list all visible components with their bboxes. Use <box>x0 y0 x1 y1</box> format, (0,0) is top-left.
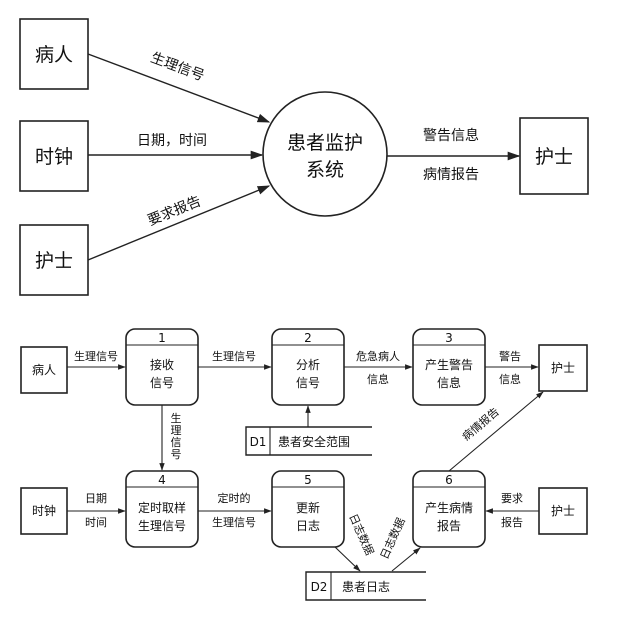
data-store-d1: D1 患者安全范围 <box>245 426 372 456</box>
dfd-process-5: 5 更新 日志 <box>271 470 345 548</box>
flow-6-to-nurse <box>448 391 544 472</box>
flow-request-report-label: 要求报告 <box>146 193 204 229</box>
process-4-box <box>125 470 199 548</box>
dfd-entity-clock <box>20 487 68 535</box>
process-1-line2: 信号 <box>150 376 174 390</box>
dfd-entity-patient-label: 病人 <box>32 362 56 377</box>
process-5-line1: 更新 <box>296 500 320 515</box>
flow-request-report-arrow <box>87 185 271 261</box>
entity-clock <box>19 120 89 192</box>
process-3-id: 3 <box>445 331 453 345</box>
flow-nurse-to-6-label-a: 要求 <box>501 492 523 505</box>
process-4-line2: 生理信号 <box>138 519 186 533</box>
entity-nurse-out-label: 护士 <box>535 146 573 168</box>
flow-1-to-4-char-2: 理 <box>171 424 182 437</box>
flow-alert-info-label: 警告信息 <box>423 127 479 144</box>
d1-name: 患者安全范围 <box>278 434 350 449</box>
process-5-box <box>271 470 345 548</box>
process-1-line1: 接收 <box>150 357 174 372</box>
flow-2-to-3-label-a: 危急病人 <box>356 349 400 363</box>
flow-d2-to-6 <box>391 547 421 572</box>
process-1-id: 1 <box>158 331 166 345</box>
flow-clock-to-4-label-b: 时间 <box>85 516 107 529</box>
flow-patient-to-1-label: 生理信号 <box>74 349 118 363</box>
process-6-id: 6 <box>445 473 453 487</box>
flow-5-to-d2-label: 日志数据 <box>346 511 377 557</box>
dfd-process-1: 1 接收 信号 <box>125 328 199 406</box>
d2-id: D2 <box>311 580 328 594</box>
d2-name: 患者日志 <box>342 580 390 594</box>
process-2-id: 2 <box>304 331 312 345</box>
process-label-line2: 系统 <box>306 159 344 181</box>
flow-1-to-2-label: 生理信号 <box>212 349 256 363</box>
dfd-entity-nurse-top-label: 护士 <box>551 361 575 375</box>
flow-clock-to-4-label-a: 日期 <box>85 492 107 505</box>
entity-patient-label: 病人 <box>35 44 73 66</box>
entity-nurse-in <box>19 224 89 296</box>
d1-outline <box>245 426 372 456</box>
process-5-id: 5 <box>304 473 312 487</box>
process-3-line2: 信息 <box>437 375 461 390</box>
dfd-diagram: 病人 时钟 护士 护士 1 接收 信号 2 分析 信号 3 产生警告 <box>20 328 588 601</box>
entity-nurse-out <box>519 117 589 195</box>
process-6-line1: 产生病情 <box>425 500 473 515</box>
process-6-line2: 报告 <box>437 518 461 533</box>
process-2-line1: 分析 <box>296 358 320 372</box>
flow-1-to-4-char-1: 生 <box>171 411 182 425</box>
process-4-id: 4 <box>158 473 166 487</box>
dfd-process-2: 2 分析 信号 <box>271 328 345 406</box>
flow-1-to-4-char-3: 信 <box>171 436 182 449</box>
dfd-process-3: 3 产生警告 信息 <box>412 328 486 406</box>
context-diagram: 病人 时钟 护士 护士 患者监护 系统 生理信号 日期，时间 要求报告 警告信息… <box>19 18 589 296</box>
dfd-entity-nurse-bottom-label: 护士 <box>551 504 575 518</box>
entity-clock-label: 时钟 <box>35 146 73 168</box>
flow-2-to-3-label-b: 信息 <box>367 372 389 386</box>
flow-6-to-nurse-label: 病情报告 <box>459 404 502 443</box>
dfd-entity-patient <box>20 346 68 394</box>
flow-4-to-5-label-b: 生理信号 <box>212 515 256 529</box>
dfd-entity-clock-label: 时钟 <box>32 503 56 518</box>
flow-3-to-nurse-label-b: 信息 <box>499 372 521 386</box>
flow-d2-to-6-label: 日志数据 <box>377 515 408 561</box>
dfd-entity-nurse-bottom <box>538 487 588 535</box>
flow-1-to-4-char-4: 号 <box>171 448 182 461</box>
flow-4-to-5-label-a: 定时的 <box>218 491 251 505</box>
entity-nurse-in-label: 护士 <box>35 250 73 272</box>
process-5-line2: 日志 <box>296 519 320 533</box>
dfd-entity-nurse-top <box>538 344 588 392</box>
flow-5-to-d2 <box>334 546 361 572</box>
dfd-process-4: 4 定时取样 生理信号 <box>125 470 199 548</box>
process-2-line2: 信号 <box>296 376 320 390</box>
process-monitoring-system <box>262 91 388 217</box>
data-store-d2: D2 患者日志 <box>305 571 426 601</box>
process-3-line1: 产生警告 <box>425 357 473 372</box>
flow-date-time-label: 日期，时间 <box>137 133 207 149</box>
dfd-process-6: 6 产生病情 报告 <box>412 470 486 548</box>
entity-patient <box>19 18 89 90</box>
flow-3-to-nurse-label-a: 警告 <box>499 349 521 363</box>
flow-condition-report-label: 病情报告 <box>423 167 479 183</box>
process-4-line1: 定时取样 <box>138 500 186 515</box>
d2-outline <box>305 571 426 601</box>
flow-nurse-to-6-label-b: 报告 <box>501 515 523 529</box>
process-label-line1: 患者监护 <box>287 132 363 154</box>
d1-id: D1 <box>250 435 267 449</box>
flow-vital-signs-arrow <box>87 53 271 123</box>
